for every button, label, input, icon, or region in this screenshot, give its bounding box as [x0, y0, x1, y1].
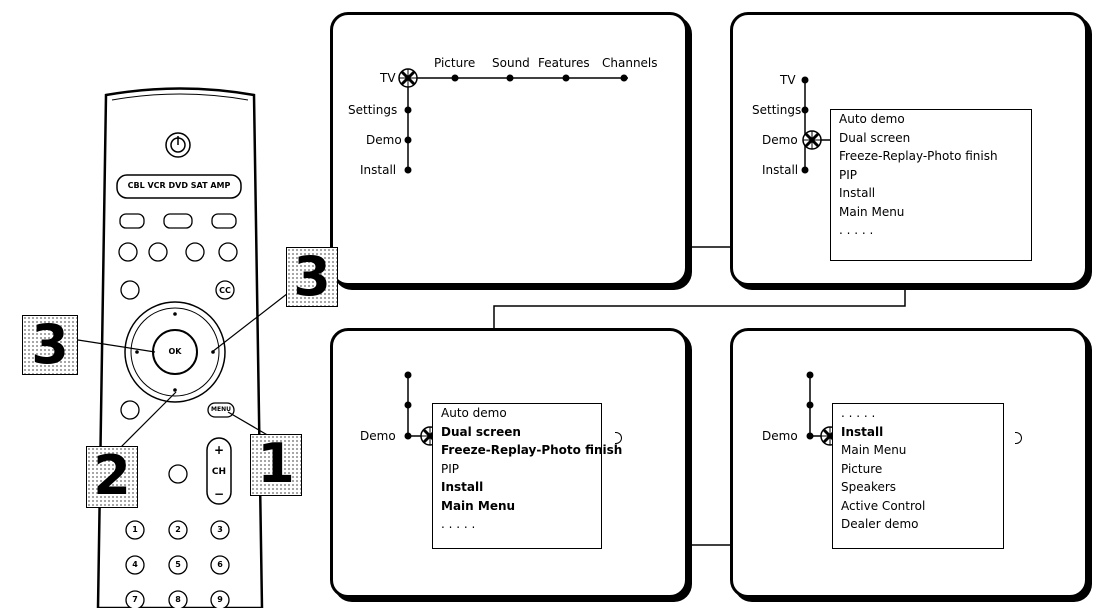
- submenu-item: PIP: [839, 167, 858, 182]
- aux-buttons: [119, 213, 237, 229]
- submenu-item: Install: [441, 480, 484, 494]
- step-number-1: 1: [250, 434, 302, 496]
- cc-button: [215, 280, 235, 300]
- digit-5: 5: [175, 560, 181, 569]
- menu-item-demo: Demo: [762, 429, 798, 443]
- ch-label: CH: [211, 467, 227, 477]
- digit-4: 4: [132, 560, 138, 569]
- navigation-ring: [124, 301, 226, 403]
- submenu-item: Auto demo: [839, 112, 905, 126]
- menu-item-demo: Demo: [366, 133, 402, 147]
- menu-item-settings: Settings: [752, 103, 802, 117]
- skip-button: [120, 400, 140, 420]
- digit-7: 7: [132, 595, 138, 604]
- svg-text:+: +: [214, 443, 224, 457]
- step-number-3-left: 3: [22, 315, 78, 375]
- digit-1: 1: [132, 525, 138, 534]
- submenu-item: Freeze-Replay-Photo finish: [441, 443, 623, 457]
- submenu-item: PIP: [441, 461, 460, 476]
- menu-item-settings: Settings: [348, 103, 398, 117]
- info-button: [120, 280, 140, 300]
- menu-item-demo: Demo: [762, 133, 798, 147]
- menu-item-sound: Sound: [492, 56, 530, 70]
- menu-button: [207, 402, 235, 418]
- submenu-item: . . . . .: [839, 223, 874, 237]
- submenu-item: Main Menu: [841, 443, 907, 457]
- submenu-item: Active Control: [841, 498, 926, 513]
- submenu-item: . . . . .: [441, 517, 476, 531]
- digit-6: 6: [217, 560, 223, 569]
- menu-item-install: Install: [762, 163, 799, 177]
- submenu-item: Picture: [841, 461, 883, 476]
- submenu-item-selected: Install: [841, 424, 884, 439]
- menu-item-tv: TV: [780, 73, 796, 87]
- demo-submenu-list: Auto demo Dual screen Freeze-Replay-Phot…: [432, 403, 623, 549]
- pointer-line-3-right: [211, 289, 293, 353]
- svg-text:−: −: [214, 487, 224, 501]
- step-number-3-right: 3: [286, 247, 338, 307]
- menu-item-install: Install: [360, 163, 397, 177]
- digit-2: 2: [175, 525, 181, 534]
- digit-9: 9: [217, 595, 223, 604]
- mute-button: [168, 464, 188, 484]
- source-buttons-bar: [116, 174, 242, 199]
- menu-item-channels: Channels: [602, 56, 658, 70]
- submenu-item: Freeze-Replay-Photo finish: [839, 149, 998, 163]
- channel-rocker: [206, 437, 232, 505]
- menu-item-demo: Demo: [360, 429, 396, 443]
- transport-buttons: [118, 242, 238, 262]
- demo-submenu-list: Auto demo Dual screen Freeze-Replay-Phot…: [830, 109, 1032, 261]
- screen-panel-install: [730, 328, 1088, 598]
- submenu-item: Auto demo: [441, 406, 507, 420]
- submenu-item: Install: [839, 186, 876, 200]
- menu-label: MENU: [211, 406, 231, 413]
- submenu-item: Main Menu: [441, 498, 516, 513]
- screen-panel-main-menu: [330, 12, 688, 286]
- install-submenu-list: . . . . . Install Main Menu Picture Spea…: [832, 403, 1004, 549]
- cursor-icon: [802, 130, 822, 150]
- ok-label: OK: [168, 347, 182, 356]
- submenu-item: . . . . .: [841, 406, 876, 420]
- menu-root-tv: TV: [380, 71, 396, 85]
- digit-buttons: [125, 520, 230, 608]
- cursor-icon: [398, 68, 418, 88]
- pointer-line-2: [117, 391, 177, 451]
- power-button: [165, 132, 191, 158]
- menu-item-picture: Picture: [434, 56, 476, 70]
- submenu-item: Speakers: [841, 480, 897, 494]
- digit-3: 3: [217, 525, 223, 534]
- digit-8: 8: [175, 595, 181, 604]
- source-buttons-label: CBL VCR DVD SAT AMP: [127, 181, 231, 190]
- submenu-item-selected: Dual screen: [441, 424, 521, 439]
- submenu-item: Main Menu: [839, 204, 905, 219]
- submenu-item: Dual screen: [839, 130, 911, 145]
- cc-label: CC: [219, 286, 231, 295]
- step-number-2: 2: [86, 446, 138, 508]
- menu-item-features: Features: [538, 56, 590, 70]
- pointer-line-3-left: [77, 339, 156, 353]
- submenu-item: Dealer demo: [841, 517, 919, 531]
